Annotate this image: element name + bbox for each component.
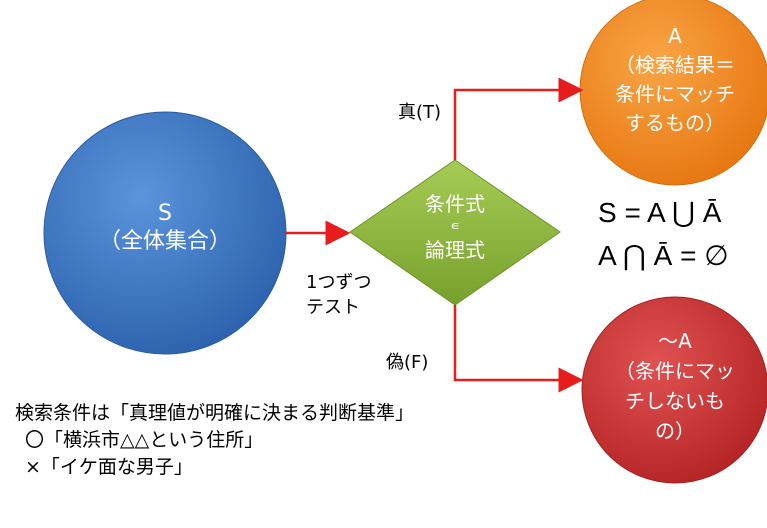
note: 検索条件は「真理値が明確に決まる判断基準」 〇「横浜市△△という住所」 ×「イケ… — [15, 400, 475, 481]
condition-symbol: ∊ — [450, 219, 460, 234]
intersection-equation: A ⋂ Ā = ∅ — [598, 240, 729, 271]
universe-subtitle: （全体集合） — [98, 229, 231, 254]
match-title: A — [668, 24, 682, 48]
note-line3: ×「イケ面な男子」 — [25, 456, 193, 478]
arrow-true — [453, 77, 584, 160]
condition-line2: 論理式 — [425, 238, 485, 262]
match-body: （検索結果＝条件にマッチするもの） — [615, 53, 735, 135]
universe-title: S — [158, 201, 172, 226]
note-line2: 〇「横浜市△△という住所」 — [25, 429, 264, 451]
condition-label: 条件式 ∊ 論理式 — [395, 190, 515, 264]
universe-label: S （全体集合） — [65, 200, 265, 256]
test-label: 1つずつ テスト — [306, 272, 372, 318]
nomatch-title: ～A — [658, 329, 692, 353]
note-line1: 検索条件は「真理値が明確に決まる判断基準」 — [15, 402, 415, 424]
condition-line1: 条件式 — [425, 192, 485, 216]
union-equation: S = A ⋃ Ā — [598, 197, 722, 228]
arrow-false — [453, 305, 584, 393]
match-label: A （検索結果＝条件にマッチするもの） — [612, 22, 738, 138]
nomatch-label: ～A （条件にマッチしないもの） — [614, 326, 736, 446]
false-label: 偽(F) — [386, 352, 429, 373]
nomatch-body: （条件にマッチしないもの） — [615, 359, 735, 443]
true-label: 真(T) — [398, 102, 442, 123]
